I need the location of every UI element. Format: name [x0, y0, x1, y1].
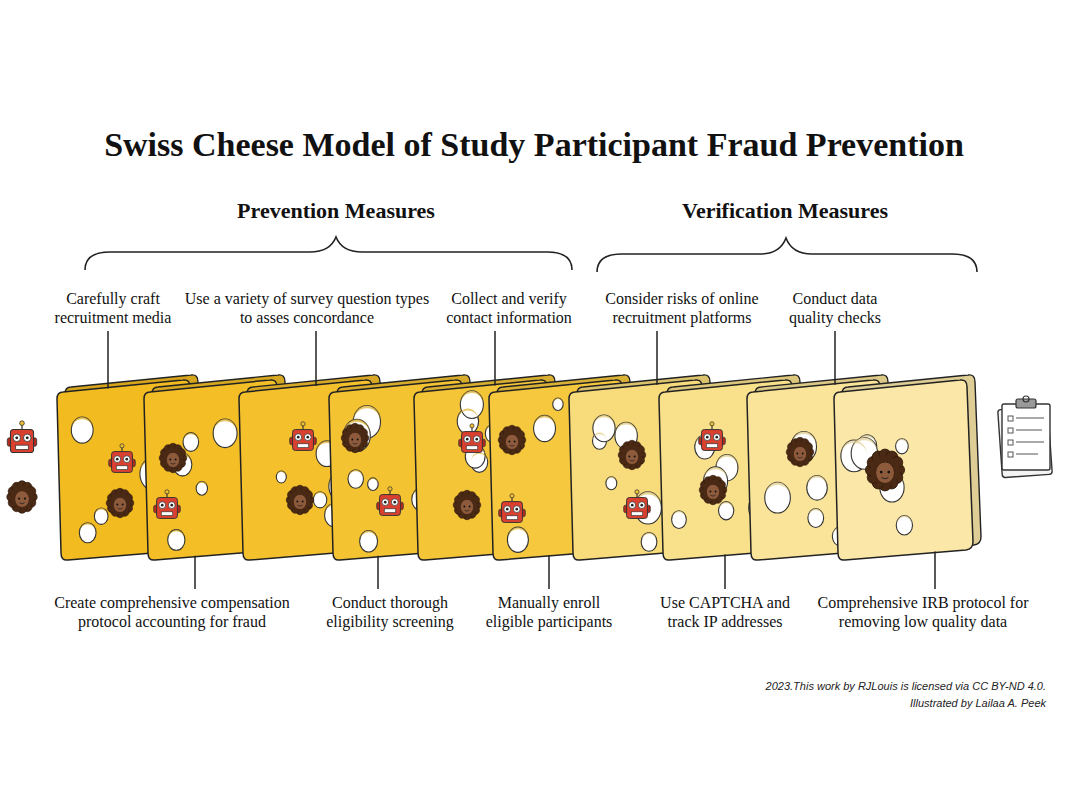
credit-note: Illustrated by Lailaa A. Peek — [646, 697, 1046, 709]
measure-label: Use CAPTCHA and track IP addresses — [649, 593, 801, 631]
person-icon — [618, 440, 646, 469]
person-icon — [699, 475, 727, 504]
robot-icon — [459, 424, 486, 453]
person-icon — [341, 423, 369, 452]
person-icon — [7, 481, 37, 514]
leader-line — [494, 331, 496, 386]
brace — [597, 238, 977, 272]
person-icon — [106, 488, 134, 517]
brace — [85, 237, 572, 270]
leader-line — [656, 331, 658, 385]
person-icon — [159, 443, 187, 472]
section-heading: Prevention Measures — [176, 198, 496, 224]
measure-label: Carefully craft recruitment media — [43, 289, 183, 327]
person-icon — [498, 425, 526, 454]
measure-label: Conduct thorough eligibility screening — [314, 593, 466, 631]
measure-label: Collect and verify contact information — [431, 289, 587, 327]
clipboard — [998, 396, 1053, 478]
person-icon — [453, 490, 481, 519]
section-heading: Verification Measures — [620, 198, 950, 224]
leader-line — [834, 331, 836, 385]
person-icon — [286, 485, 314, 514]
robot-icon — [699, 422, 726, 451]
leader-line — [107, 331, 109, 389]
robot-icon — [109, 444, 136, 473]
robot-icon — [624, 490, 651, 519]
robot-icon — [154, 490, 181, 519]
person-icon — [865, 449, 904, 491]
cheese-slice-shape — [835, 372, 985, 567]
measure-label: Comprehensive IRB protocol for removing … — [810, 593, 1036, 631]
measure-label: Consider risks of online recruitment pla… — [593, 289, 771, 327]
robot-icon — [377, 487, 404, 516]
measure-label: Manually enroll eligible participants — [475, 593, 623, 631]
leader-line — [315, 331, 317, 386]
leader-line — [934, 552, 936, 589]
measure-label: Create comprehensive compensation protoc… — [27, 593, 317, 631]
robot-icon — [290, 422, 317, 451]
leader-line — [548, 555, 550, 589]
leader-line — [724, 554, 726, 589]
measure-label: Use a variety of survey question types t… — [182, 289, 432, 327]
measure-label: Conduct data quality checks — [779, 289, 891, 327]
title: Swiss Cheese Model of Study Participant … — [0, 126, 1068, 164]
person-icon — [786, 437, 814, 466]
credit-note: 2023.This work by RJLouis is licensed vi… — [646, 680, 1046, 692]
robot-icon — [7, 421, 36, 453]
leader-line — [194, 556, 196, 589]
leader-line — [377, 556, 379, 589]
cheese-slice: Comprehensive IRB protocol for removing … — [835, 372, 985, 567]
robot-icon — [499, 494, 526, 523]
